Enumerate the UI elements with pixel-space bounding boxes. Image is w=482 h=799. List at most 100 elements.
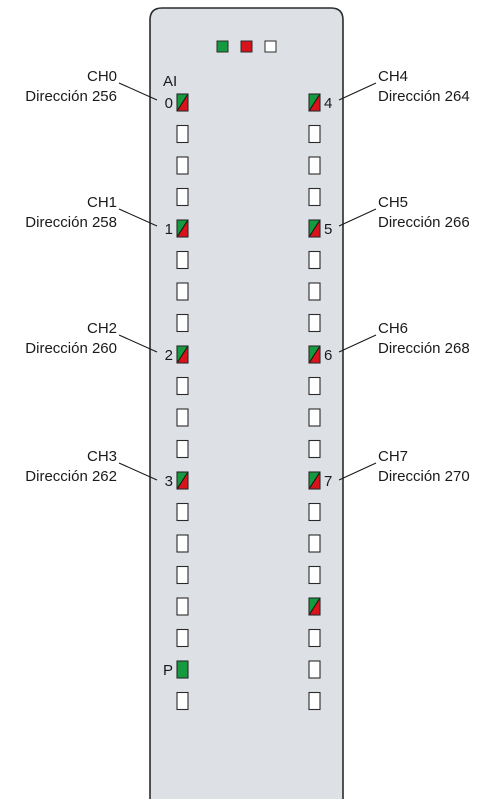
leader-line: [118, 462, 158, 481]
status-led-white: [264, 40, 277, 53]
left-led-empty: [176, 628, 189, 648]
channel-callout-ch2: CH2 Dirección 260: [25, 320, 158, 357]
leader-line: [338, 82, 377, 101]
right-led-bicolor-4: [308, 93, 321, 112]
right-led-empty: [308, 156, 321, 175]
channel-address: Dirección 258: [25, 214, 117, 231]
leader-line: [338, 462, 377, 481]
status-led-green: [216, 40, 229, 53]
led-divider: [308, 471, 321, 490]
channel-name: CH2: [87, 320, 117, 337]
led-border: [308, 597, 321, 616]
led-border: [176, 471, 189, 490]
left-led-empty: [176, 282, 189, 301]
left-led-empty: [176, 408, 189, 427]
leader-line: [118, 334, 158, 353]
channel-address: Dirección 266: [378, 214, 470, 231]
right-led-bicolor-6: [308, 345, 321, 364]
module-panel: [149, 7, 344, 799]
right-led-empty: [308, 502, 321, 522]
channel-callout-ch7: CH7 Dirección 270: [338, 448, 470, 485]
led-divider: [308, 597, 321, 616]
led-divider: [176, 93, 189, 112]
left-led-empty: [176, 691, 189, 711]
channel-address: Dirección 268: [378, 340, 470, 357]
channel-name: CH7: [378, 448, 408, 465]
led-border: [308, 93, 321, 112]
led-divider: [308, 345, 321, 364]
status-led-group: [216, 40, 277, 53]
channel-name: CH5: [378, 194, 408, 211]
right-led-empty: [308, 660, 321, 679]
left-led-empty: [176, 156, 189, 175]
right-led-bicolor: [308, 597, 321, 616]
right-led-number: 7: [324, 473, 332, 490]
left-led-bicolor-2: [176, 345, 189, 364]
ai-label: AI: [163, 73, 177, 90]
right-led-empty: [308, 439, 321, 459]
led-border: [176, 219, 189, 238]
left-led-empty: [176, 565, 189, 585]
right-led-empty: [308, 313, 321, 333]
left-led-empty: [176, 124, 189, 144]
channel-address: Dirección 256: [25, 88, 117, 105]
led-border: [308, 219, 321, 238]
leader-line: [118, 208, 158, 227]
led-divider: [176, 345, 189, 364]
left-led-empty: [176, 250, 189, 270]
right-led-number: 4: [324, 95, 332, 112]
right-led-empty: [308, 408, 321, 427]
left-led-bicolor-0: [176, 93, 189, 112]
channel-name: CH0: [87, 68, 117, 85]
right-led-empty: [308, 534, 321, 553]
channel-callout-ch4: CH4 Dirección 264: [338, 68, 470, 105]
channel-callout-ch0: CH0 Dirección 256: [25, 68, 158, 105]
left-led-empty: [176, 597, 189, 616]
left-led-number: 2: [165, 347, 173, 364]
right-led-empty: [308, 376, 321, 396]
right-led-number: 6: [324, 347, 332, 364]
led-border: [308, 471, 321, 490]
right-led-column: 4 5 6 7: [308, 93, 332, 711]
channel-name: CH6: [378, 320, 408, 337]
right-led-empty: [308, 124, 321, 144]
leader-line: [338, 334, 377, 353]
led-divider: [176, 471, 189, 490]
right-led-empty: [308, 691, 321, 711]
leader-line: [338, 208, 377, 227]
channel-address: Dirección 260: [25, 340, 117, 357]
status-led-red: [240, 40, 253, 53]
right-led-bicolor-7: [308, 471, 321, 490]
channel-address: Dirección 264: [378, 88, 470, 105]
left-led-empty: [176, 534, 189, 553]
right-led-empty: [308, 282, 321, 301]
led-border: [176, 345, 189, 364]
led-divider: [308, 219, 321, 238]
left-led-number: P: [163, 662, 173, 679]
right-led-empty: [308, 628, 321, 648]
left-led-bicolor-3: [176, 471, 189, 490]
leader-line: [118, 82, 158, 101]
left-led-number: 0: [165, 95, 173, 112]
left-led-empty: [176, 502, 189, 522]
left-led-empty: [176, 313, 189, 333]
led-border: [176, 93, 189, 112]
channel-name: CH1: [87, 194, 117, 211]
channel-callout-ch6: CH6 Dirección 268: [338, 320, 470, 357]
channel-callout-ch5: CH5 Dirección 266: [338, 194, 470, 231]
right-led-number: 5: [324, 221, 332, 238]
right-led-empty: [308, 565, 321, 585]
led-divider: [176, 219, 189, 238]
left-led-green-P: [176, 660, 189, 679]
left-led-number: 1: [165, 221, 173, 238]
right-led-empty: [308, 187, 321, 207]
left-led-empty: [176, 376, 189, 396]
right-led-empty: [308, 250, 321, 270]
left-led-empty: [176, 187, 189, 207]
channel-name: CH4: [378, 68, 408, 85]
left-led-bicolor-1: [176, 219, 189, 238]
channel-address: Dirección 262: [25, 468, 117, 485]
channel-name: CH3: [87, 448, 117, 465]
